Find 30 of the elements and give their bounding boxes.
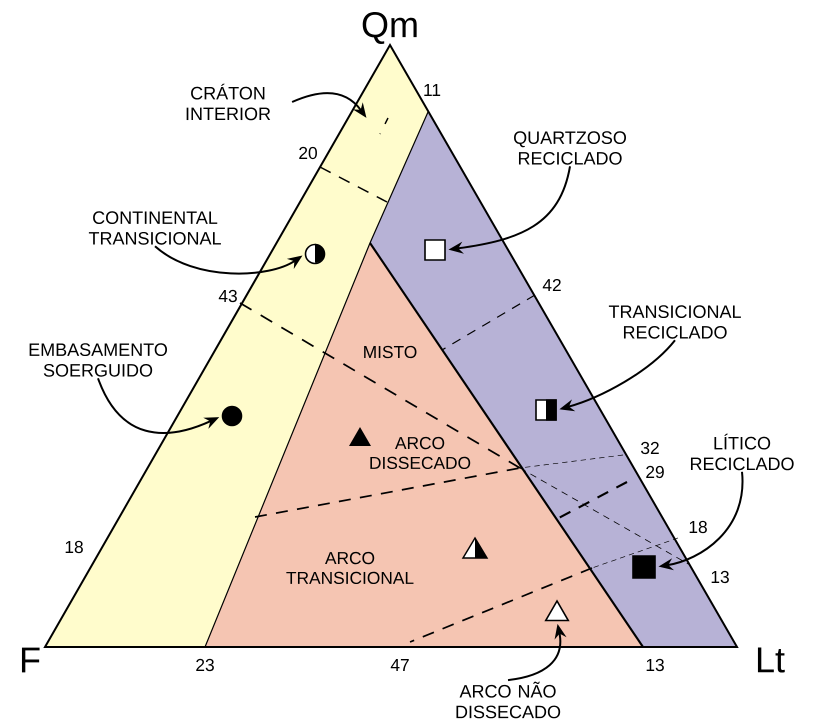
square-symbol (535, 399, 557, 421)
tick-value: 13 (646, 658, 664, 672)
vertex-label: Qm (362, 12, 417, 44)
circle-symbol (222, 406, 242, 426)
region-label: QUARTZOSO RECICLADO (514, 131, 626, 165)
region-label: CONTINENTAL TRANSICIONAL (88, 211, 221, 245)
region-label: ARCO DISSECADO (370, 436, 470, 470)
tick-value: 13 (712, 570, 729, 584)
region-label: MISTO (364, 346, 416, 358)
vertex-label: F (22, 648, 40, 672)
region-label: EMBASAMENTO SOERGUIDO (30, 343, 167, 377)
tick-value: 20 (299, 146, 317, 160)
region-label: ARCO TRANSICIONAL (286, 552, 414, 584)
tick-value: 43 (218, 290, 237, 302)
tick-value: 18 (66, 540, 83, 554)
region-label: LÍTICO RECICLADO (690, 434, 794, 470)
region-label: TRANSICIONAL RECICLADO (608, 305, 741, 339)
square-symbol (424, 239, 446, 261)
tick-value: 11 (424, 84, 440, 96)
tick-value: 29 (646, 466, 664, 478)
tick-value: 42 (542, 278, 561, 292)
region-label: ARCO NÃO DISSECADO (456, 682, 560, 718)
circle-symbol (304, 244, 326, 264)
tick-value: 32 (641, 442, 659, 454)
tick-value: 47 (390, 659, 409, 671)
square-symbol (632, 555, 656, 579)
region-label: CRÁTON INTERIOR (186, 84, 270, 120)
tick-value: 23 (196, 658, 214, 672)
tick-value: 18 (690, 520, 707, 534)
vertex-label: Lt (758, 647, 785, 672)
